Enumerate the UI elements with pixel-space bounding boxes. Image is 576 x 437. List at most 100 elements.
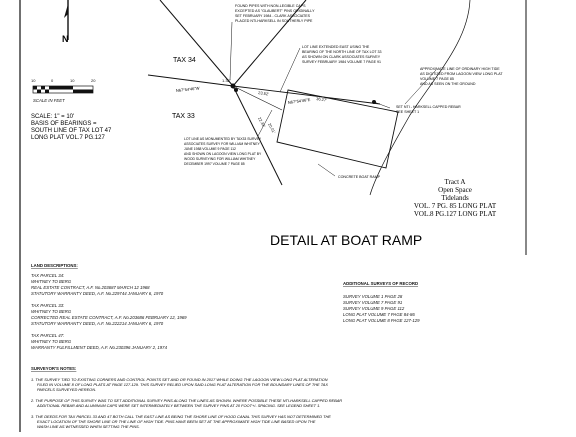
- lot-line-monumented: [232, 85, 283, 111]
- additional-surveys-heading: ADDITIONAL SURVEYS OF RECORD: [343, 281, 418, 286]
- land-descriptions: LAND DESCRIPTIONS: TAX PARCEL 34: WHITNE…: [31, 263, 187, 350]
- svg-text:JUNE 1988 VOLUME 9 PAGE 112: JUNE 1988 VOLUME 9 PAGE 112: [184, 147, 236, 151]
- leader-pipes: [229, 21, 233, 81]
- basis-line-1: BASIS OF BEARINGS =: [31, 121, 97, 127]
- surveyor-notes: SURVEYOR'S NOTES: 1. THE SURVEY TIED TO …: [30, 366, 342, 429]
- bearing-ramp-label: N67°54'46"E: [287, 97, 310, 105]
- tract-a-label: Tract A Open Space Tidelands VOL. 7 PG. …: [414, 178, 497, 218]
- survey-item: LONG PLAT VOLUME 7 PAGE 84-86: [343, 312, 415, 317]
- bearing-main-label: N67°54'46"W: [176, 86, 200, 93]
- svg-text:AND SHOWN ON LAGOON VIEW LONG: AND SHOWN ON LAGOON VIEW LONG PLAT BY: [184, 152, 262, 156]
- svg-text:PARCELS SURVEYED HEREON.: PARCELS SURVEYED HEREON.: [37, 387, 96, 392]
- scale-ratio: SCALE: 1" = 10': [31, 114, 74, 120]
- svg-text:ADDITIONAL REBAR AND ALUMINUM: ADDITIONAL REBAR AND ALUMINUM CAPS WERE …: [36, 403, 320, 408]
- scale-bar: 10 0 10 20 SCALE IN FEET: [31, 78, 96, 103]
- found-pipe-marker: [234, 88, 238, 92]
- svg-text:Open Space: Open Space: [438, 186, 472, 194]
- leader-ramp: [317, 163, 336, 177]
- svg-text:SET FEBRUARY 1984 - CLARK ASSO: SET FEBRUARY 1984 - CLARK ASSOCIATES: [235, 14, 311, 18]
- dimension-b: 23.52': [258, 90, 270, 96]
- note-set-rebar: SET NTI - HARKSELL CAPPED REBAR SEE SHEE…: [396, 105, 461, 114]
- dimension-c: 36.27': [316, 96, 328, 102]
- scale-unit-label: SCALE IN FEET: [33, 98, 65, 103]
- svg-text:LOT LINE AS MONUMENTED BY TAX3: LOT LINE AS MONUMENTED BY TAX33 SURVEY: [184, 137, 262, 141]
- basis-line-2: SOUTH LINE OF TAX LOT 47: [31, 128, 112, 134]
- svg-text:LOT LINE EXTENDED EAST USING T: LOT LINE EXTENDED EAST USING THE: [302, 45, 370, 49]
- survey-linework: [147, 0, 471, 196]
- tax-34-label: TAX 34: [173, 57, 196, 64]
- diagonal-line-lower: [232, 85, 283, 186]
- dimension-e: 20.01': [267, 122, 277, 134]
- svg-text:WASH LINE AS WITNESSED WHEN SE: WASH LINE AS WITNESSED WHEN SETTING THE …: [37, 424, 140, 429]
- set-rebar-marker: [372, 100, 376, 104]
- svg-text:VOL.8 PG.127 LONG PLAT: VOL.8 PG.127 LONG PLAT: [414, 210, 497, 218]
- land-descriptions-heading: LAND DESCRIPTIONS:: [31, 263, 78, 268]
- north-arrow-label: N: [62, 34, 69, 44]
- diagonal-line-upper-right: [232, 0, 307, 87]
- leader-lot-line: [279, 47, 301, 93]
- svg-text:BEARING OF THE NORTH LINE OF T: BEARING OF THE NORTH LINE OF TAX LOT 33: [302, 50, 382, 54]
- survey-item: LONG PLAT VOLUME 8 PAGE 127-129: [343, 318, 420, 323]
- note-lot-line-extended: LOT LINE EXTENDED EAST USING THE BEARING…: [302, 45, 382, 64]
- dimension-a: 1.32': [222, 78, 231, 83]
- svg-text:WHITNEY TO BERG: WHITNEY TO BERG: [31, 279, 72, 284]
- svg-text:Tract A: Tract A: [445, 178, 466, 186]
- svg-text:DECEMBER 1997 VOLUME 7 PAGE 85: DECEMBER 1997 VOLUME 7 PAGE 85: [184, 162, 245, 166]
- svg-text:PLACED NTI-HARKSELL IN SOUTHER: PLACED NTI-HARKSELL IN SOUTHERLY PIPE: [235, 19, 313, 23]
- detail-title: DETAIL AT BOAT RAMP: [270, 232, 422, 248]
- additional-surveys: ADDITIONAL SURVEYS OF RECORD SURVEY VOLU…: [343, 281, 420, 323]
- svg-text:APPROXIMATE LINE OF ORDINARY H: APPROXIMATE LINE OF ORDINARY HIGH TIDE: [420, 67, 500, 71]
- leader-rebar: [373, 101, 391, 109]
- note-lot-monument: LOT LINE AS MONUMENTED BY TAX33 SURVEY A…: [184, 137, 262, 166]
- concrete-boat-ramp: [276, 89, 399, 169]
- tax-33-label: TAX 33: [172, 113, 195, 120]
- scale-tick-0: 0: [51, 78, 54, 83]
- high-tide-line: [369, 0, 471, 196]
- survey-item: SURVEY VOLUME 7 PAGE 91: [343, 300, 403, 305]
- basis-of-bearings: SCALE: 1" = 10' BASIS OF BEARINGS = SOUT…: [31, 114, 112, 141]
- tax-lot-south-line: [147, 74, 234, 87]
- svg-text:EXCEPTED AS "GLAUBERT" PINS OR: EXCEPTED AS "GLAUBERT" PINS ORIGINALLY: [235, 9, 315, 13]
- svg-text:STATUTORY WARRANTY DEED, A.F.: STATUTORY WARRANTY DEED, A.F. No.222214 …: [31, 321, 164, 326]
- svg-text:WHITNEY TO BERG: WHITNEY TO BERG: [31, 309, 72, 314]
- svg-text:AND AS SEEN ON THE GROUND: AND AS SEEN ON THE GROUND: [420, 82, 476, 86]
- svg-text:SEE SHEET 1: SEE SHEET 1: [396, 110, 419, 114]
- north-arrow-icon: N: [62, 0, 69, 44]
- svg-text:TAX PARCEL 33:: TAX PARCEL 33:: [31, 303, 65, 308]
- svg-text:FILED IN VOLUME 8 OF LONG PLAT: FILED IN VOLUME 8 OF LONG PLATS AT PAGE …: [37, 382, 328, 387]
- svg-text:TAX PARCEL 34:: TAX PARCEL 34:: [31, 273, 65, 278]
- svg-text:WHITNEY TO BERG: WHITNEY TO BERG: [31, 339, 72, 344]
- svg-text:VOLUME 7 PAGE 85: VOLUME 7 PAGE 85: [420, 77, 454, 81]
- svg-text:WARRANTY FULFILLMENT DEED, A.F: WARRANTY FULFILLMENT DEED, A.F. No.23039…: [31, 345, 168, 350]
- note-found-pipes: FOUND PIPES WITH NON-LEGIBLE CAPS EXCEPT…: [235, 4, 315, 23]
- svg-text:STATUTORY WARRANTY DEED, A.F.: STATUTORY WARRANTY DEED, A.F. No.229744 …: [31, 291, 164, 296]
- found-pipe-marker: [230, 83, 236, 89]
- basis-line-3: LONG PLAT VOL.7 PG.127: [31, 135, 105, 141]
- survey-item: SURVEY VOLUME 1 PAGE 28: [343, 294, 403, 299]
- surveyor-notes-heading: SURVEYOR'S NOTES:: [31, 366, 77, 371]
- svg-text:AS DIGITIZED FROM LAGOON VIEW: AS DIGITIZED FROM LAGOON VIEW LONG PLAT: [420, 72, 503, 76]
- svg-text:SET NTI - HARKSELL CAPPED REBA: SET NTI - HARKSELL CAPPED REBAR: [396, 105, 461, 109]
- scale-tick-10: 10: [70, 78, 75, 83]
- lot-line-extended-east: [232, 85, 381, 105]
- leader-monument: [257, 109, 273, 137]
- svg-text:EXACT LOCATION OF THE SHORE LI: EXACT LOCATION OF THE SHORE LINE OR THE …: [37, 419, 316, 424]
- svg-text:REAL ESTATE CONTRACT, A.F. No.: REAL ESTATE CONTRACT, A.F. No.203687 MAR…: [31, 285, 150, 290]
- diagonal-line-upper: [159, 0, 234, 87]
- svg-text:WOOD SURVEYING FOR WILLIAM WHI: WOOD SURVEYING FOR WILLIAM WHITNEY: [184, 157, 256, 161]
- survey-item: SURVEY VOLUME 9 PAGE 112: [343, 306, 405, 311]
- svg-text:Tidelands: Tidelands: [441, 194, 469, 202]
- svg-text:1. THE SURVEY TIED TO EXISTIN: 1. THE SURVEY TIED TO EXISTING CORNERS A…: [31, 377, 328, 382]
- svg-text:3. THE DEEDS FOR TAX PARCEL 3: 3. THE DEEDS FOR TAX PARCEL 33 AND 47 BO…: [31, 414, 331, 419]
- leader-high-tide: [404, 69, 437, 105]
- svg-text:ASSOCIATES SURVEY FOR WILLIAM: ASSOCIATES SURVEY FOR WILLIAM WHITNEY: [184, 142, 260, 146]
- svg-text:SURVEY FEBRUARY 1984 VOLUME 7: SURVEY FEBRUARY 1984 VOLUME 7 PAGE 91: [302, 60, 381, 64]
- svg-text:CORRECTED REAL ESTATE CONTRACT: CORRECTED REAL ESTATE CONTRACT, A.F. No.…: [31, 315, 187, 320]
- svg-text:AS SHOWN ON CLARK ASSOCIATES S: AS SHOWN ON CLARK ASSOCIATES SURVEY: [302, 55, 381, 59]
- dimension-d: 22.33': [257, 116, 267, 128]
- note-high-tide: APPROXIMATE LINE OF ORDINARY HIGH TIDE A…: [420, 67, 503, 86]
- scale-tick-10-left: 10: [31, 78, 36, 83]
- svg-text:2. THE PURPOSE OF THIS SURVEY: 2. THE PURPOSE OF THIS SURVEY WAS TO SET…: [30, 398, 342, 403]
